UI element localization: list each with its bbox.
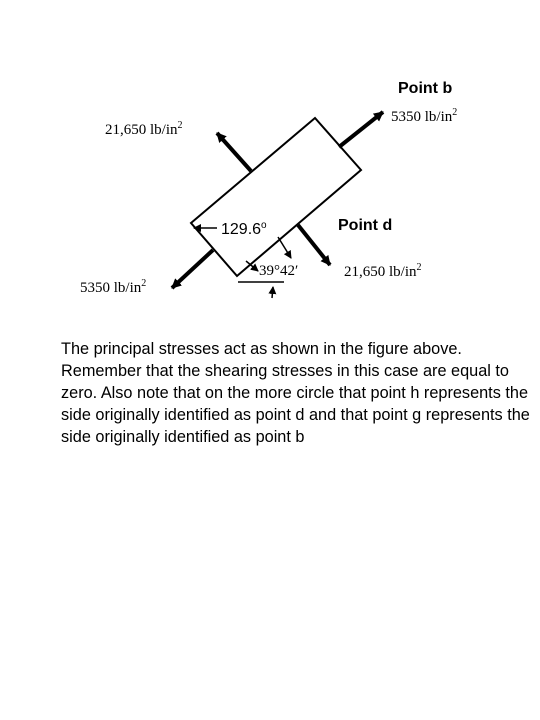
arrow-bottom-right <box>296 223 332 267</box>
description-paragraph: The principal stresses act as shown in t… <box>61 340 530 446</box>
stress-label-top-left: 21,650 lb/in2 <box>105 120 183 138</box>
stress-unit-exponent: 2 <box>417 262 422 273</box>
stress-label-bottom-left: 5350 lb/in2 <box>80 278 146 296</box>
angle-leader-bottom <box>268 286 277 299</box>
angle-leader-top <box>245 260 259 272</box>
arrow-top-left <box>215 131 253 173</box>
stress-element <box>189 116 363 278</box>
angle-indicator-leader <box>277 236 292 259</box>
angle-label: 129.6o <box>221 220 267 238</box>
stress-unit-exponent: 2 <box>141 278 146 289</box>
arrow-bottom-left <box>170 248 215 290</box>
stress-label-bottom-right: 21,650 lb/in2 <box>344 262 422 280</box>
stress-unit-exponent: 2 <box>452 107 457 118</box>
stress-label-top-right: 5350 lb/in2 <box>391 107 457 125</box>
degree-symbol: o <box>261 220 267 231</box>
stress-unit-exponent: 2 <box>178 120 183 131</box>
point-b-label: Point b <box>398 80 452 97</box>
arrow-top-right <box>337 110 385 149</box>
element-angle-label: 39°42′ <box>259 263 298 279</box>
point-d-label: Point d <box>338 217 392 234</box>
